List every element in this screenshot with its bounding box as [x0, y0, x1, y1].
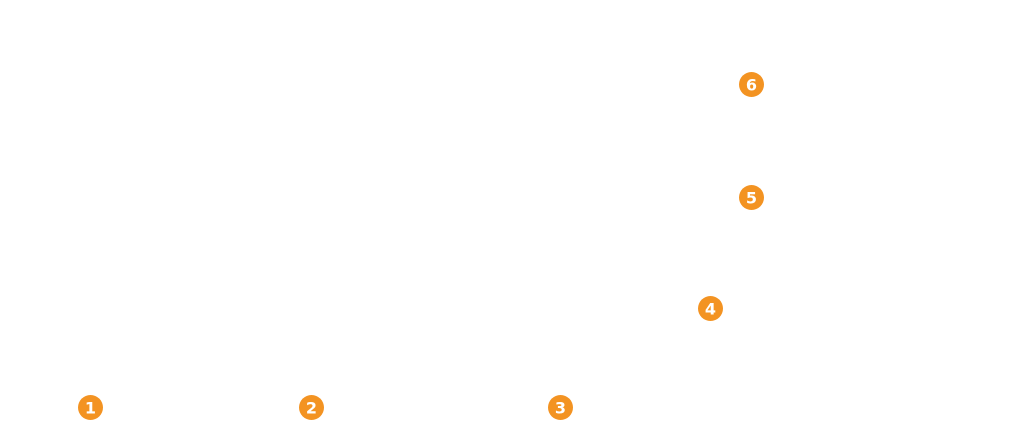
callout-marker-4: 4 — [698, 296, 723, 321]
callout-marker-6: 6 — [739, 72, 764, 97]
callout-marker-6-number: 6 — [745, 75, 758, 94]
callout-marker-1-number: 1 — [84, 398, 97, 417]
callout-marker-4-number: 4 — [704, 299, 717, 318]
callout-marker-2-number: 2 — [305, 398, 318, 417]
callout-marker-1: 1 — [78, 395, 103, 420]
callout-marker-5-number: 5 — [745, 188, 758, 207]
callout-marker-3: 3 — [548, 395, 573, 420]
callout-marker-5: 5 — [739, 185, 764, 210]
callout-marker-3-number: 3 — [554, 398, 567, 417]
callout-marker-2: 2 — [299, 395, 324, 420]
